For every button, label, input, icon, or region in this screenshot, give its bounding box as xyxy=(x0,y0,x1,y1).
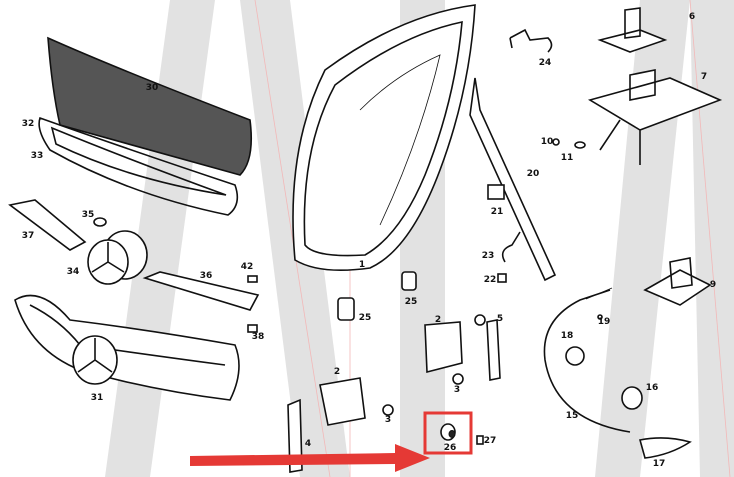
cable-15 xyxy=(543,289,631,433)
hinge-plate-2b xyxy=(319,377,366,426)
hinge-bracket-5 xyxy=(486,319,501,381)
part-label: 9 xyxy=(709,280,717,290)
clip-27 xyxy=(476,435,484,445)
bushing-26 xyxy=(440,423,456,441)
handle-17 xyxy=(638,437,692,459)
part-label: 16 xyxy=(645,383,659,393)
part-label: 6 xyxy=(688,12,696,22)
lock-6 xyxy=(597,7,668,53)
clip-38 xyxy=(247,324,258,333)
part-label: 31 xyxy=(90,393,104,403)
part-label: 20 xyxy=(526,169,540,179)
part-label: 27 xyxy=(483,436,497,446)
bolt-5 xyxy=(474,314,486,326)
nut-35 xyxy=(93,217,107,227)
part-label: 4 xyxy=(304,439,312,449)
part-label: 23 xyxy=(481,251,495,261)
part-label: 11 xyxy=(560,153,574,163)
hinge-bracket-4 xyxy=(287,398,303,473)
bumper-25a xyxy=(337,297,355,321)
part-label: 1 xyxy=(358,260,366,270)
washer-10 xyxy=(552,138,560,146)
part-label: 25 xyxy=(358,313,372,323)
grommet-18 xyxy=(565,346,585,366)
part-label: 33 xyxy=(30,151,44,161)
part-label: 22 xyxy=(483,275,497,285)
grille-frame-part xyxy=(38,116,239,216)
trim-strip-36 xyxy=(142,271,260,311)
bracket-7 xyxy=(587,69,723,165)
part-label: 37 xyxy=(21,231,35,241)
part-label: 24 xyxy=(538,58,552,68)
hood-1 xyxy=(292,4,476,272)
highlight-box xyxy=(423,411,473,455)
part-label: 19 xyxy=(597,317,611,327)
part-label: 25 xyxy=(404,297,418,307)
part-label: 35 xyxy=(81,210,95,220)
clip-42 xyxy=(247,275,258,283)
red-arrow xyxy=(190,444,430,472)
clip-19 xyxy=(597,314,603,320)
clip-22 xyxy=(497,273,507,283)
star-ring-34 xyxy=(87,230,148,285)
trim-strip-37 xyxy=(8,199,87,251)
hinge-plate-2a xyxy=(424,321,463,374)
part-label: 5 xyxy=(496,314,504,324)
part-label: 10 xyxy=(540,137,554,147)
latch-9 xyxy=(643,257,712,306)
part-label: 7 xyxy=(700,72,708,82)
part-label: 26 xyxy=(443,443,457,453)
part-label: 17 xyxy=(652,459,666,469)
grommet-16 xyxy=(621,386,643,410)
part-label: 36 xyxy=(199,271,213,281)
part-label: 32 xyxy=(21,119,35,129)
grille-assembly-31 xyxy=(14,294,240,401)
part-label: 38 xyxy=(251,332,265,342)
washer-3b xyxy=(382,404,394,416)
bumper-25b xyxy=(401,271,417,291)
block-21 xyxy=(487,184,505,200)
part-label: 15 xyxy=(565,411,579,421)
washer-11 xyxy=(574,141,586,149)
hook-24 xyxy=(509,28,553,53)
spring-23 xyxy=(501,231,521,263)
part-label: 30 xyxy=(145,83,159,93)
part-label: 3 xyxy=(384,415,392,425)
part-label: 21 xyxy=(490,207,504,217)
part-label: 3 xyxy=(453,385,461,395)
part-label: 2 xyxy=(333,367,341,377)
part-label: 42 xyxy=(240,262,254,272)
prop-rod-20 xyxy=(469,77,557,282)
part-label: 2 xyxy=(434,315,442,325)
washer-3a xyxy=(452,373,464,385)
part-label: 18 xyxy=(560,331,574,341)
grille-mesh-part xyxy=(47,36,253,176)
part-label: 34 xyxy=(66,267,80,277)
